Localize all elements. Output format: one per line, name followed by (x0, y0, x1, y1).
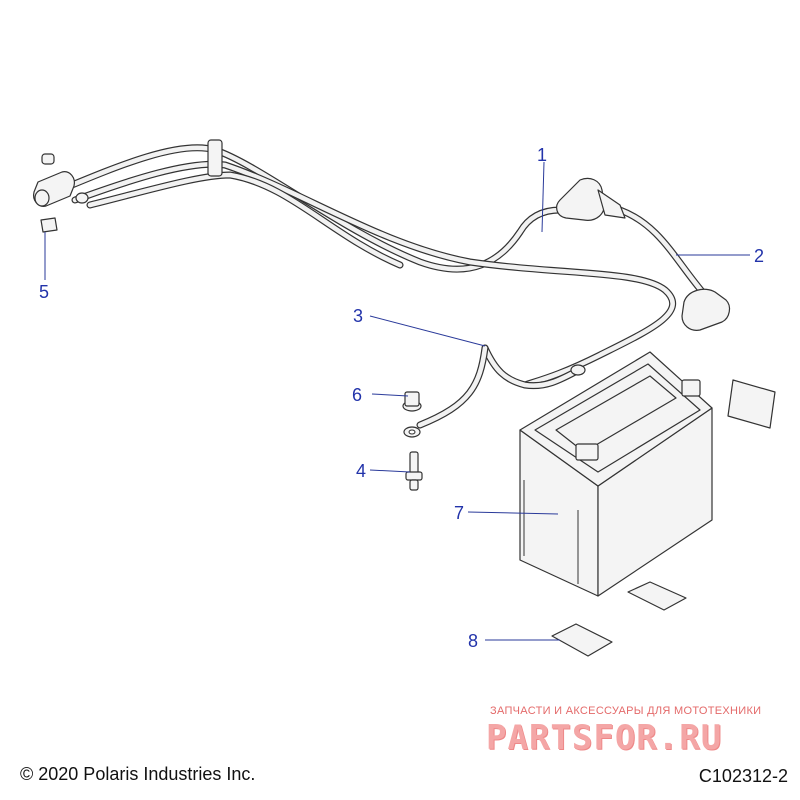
positive-terminal-boot (556, 177, 626, 221)
callout-5: 5 (39, 282, 49, 302)
flange-nut-6 (402, 391, 422, 412)
terminal-cover (681, 288, 731, 331)
callout-8: 8 (468, 631, 478, 651)
callout-7: 7 (454, 503, 464, 523)
callout-4: 4 (356, 461, 366, 481)
callout-3: 3 (353, 306, 363, 326)
diagram-code: C102312-2 (698, 766, 788, 786)
battery-pad-right (727, 379, 776, 429)
leader-lines (44, 161, 750, 641)
left-ring-terminal (75, 192, 89, 204)
nut-5 (40, 217, 58, 233)
watermark-tagline: ЗАПЧАСТИ И АКСЕССУАРЫ ДЛЯ МОТОТЕХНИКИ (490, 705, 762, 717)
battery-7 (519, 351, 713, 597)
callout-2: 2 (754, 246, 764, 266)
watermark-logo: PARTSFOR.RU (486, 718, 723, 758)
pad-8 (551, 623, 613, 657)
left-terminal-boot (33, 171, 75, 207)
top-left-nut (41, 153, 55, 165)
battery-pad-bottom (627, 581, 687, 611)
harness-clip (207, 139, 223, 177)
bolt-4 (405, 451, 423, 491)
callout-6: 6 (352, 385, 362, 405)
copyright-text: © 2020 Polaris Industries Inc. (20, 764, 256, 784)
callout-labels: 1 2 3 4 5 6 7 8 (39, 145, 764, 651)
ring-terminal-battery (570, 364, 586, 376)
ring-terminal-3 (403, 426, 421, 438)
callout-1: 1 (537, 145, 547, 165)
